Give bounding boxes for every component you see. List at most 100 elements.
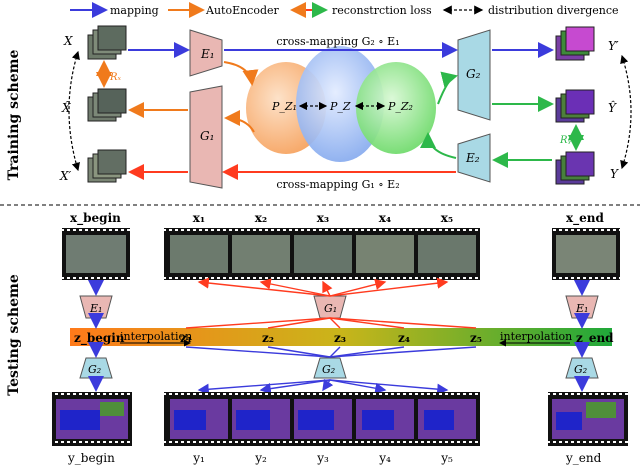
fan-z-to-g1-3 (329, 317, 341, 329)
fan-z-to-g1-2 (267, 317, 331, 329)
legend-mapping-label: mapping (110, 4, 159, 17)
x-end-filmstrip (552, 228, 620, 280)
fan-g1-to-x-3 (322, 280, 333, 297)
label-Y: Y (610, 167, 619, 181)
label-test-G1-center: G₁ (324, 302, 337, 315)
x-frames-filmstrip (164, 228, 480, 280)
label-Pz1: P_Z₁ (271, 100, 297, 113)
legend-autoencoder-label: AutoEncoder (205, 4, 280, 17)
fan-z-to-g2-3 (329, 346, 341, 358)
y-frame-label-5: y₅ (440, 451, 453, 465)
testing-scheme-title: Testing scheme (6, 274, 22, 396)
y-prime-image-stack (555, 26, 595, 61)
x-frame-label-3: x₃ (317, 211, 329, 225)
z-frame-labels: z₁ z₂ z₃ z₄ z₅ (180, 331, 482, 345)
encoder-E1-box (189, 29, 223, 77)
y-frame-label-3: y₃ (316, 451, 329, 465)
z-frame-label-5: z₅ (470, 331, 482, 345)
x-image-stack (87, 25, 127, 60)
x-frame-labels: x₁ x₂ x₃ x₄ x₅ (193, 211, 453, 225)
training-scheme-title: Training scheme (6, 50, 22, 181)
label-X-hat: X̂ (61, 100, 71, 115)
y-frame-label-2: y₂ (254, 451, 267, 465)
test-decoder-G2-right (565, 357, 599, 379)
fan-g2-to-y-3 (322, 378, 334, 392)
y-end-filmstrip (548, 392, 628, 446)
x-prime-image-stack (87, 149, 127, 183)
label-test-E1-right: E₁ (575, 302, 588, 315)
label-interpolation-left: interpolation (120, 330, 192, 343)
label-Ry: Rᵧ (559, 135, 572, 146)
test-decoder-G2-left (79, 357, 113, 379)
fan-g1-to-x-1 (197, 277, 331, 297)
y-frame-label-1: y₁ (192, 451, 205, 465)
x-frame-label-1: x₁ (193, 211, 205, 225)
fan-z-to-g2-4 (329, 346, 405, 358)
fan-g2-to-y-1 (197, 379, 331, 395)
fan-lines (185, 277, 477, 395)
z-frame-label-3: z₃ (334, 331, 346, 345)
test-decoder-G2-center (313, 357, 347, 379)
fan-g1-to-x-2 (259, 278, 331, 297)
decoder-G1-box (189, 85, 223, 189)
z-frame-label-1: z₁ (180, 331, 192, 345)
arrow-e2-to-latent (420, 132, 457, 159)
label-x-end: x_end (566, 211, 605, 226)
fan-z-to-g1-4 (329, 317, 405, 329)
x-divergence-arrow (68, 50, 80, 172)
label-Rx: Rₓ (109, 72, 122, 83)
x-frame-label-4: x₄ (379, 211, 391, 225)
fan-g1-to-x-5 (329, 277, 449, 297)
fan-g1-to-x-4 (329, 278, 387, 297)
legend-reconstruction-label: reconstrction loss (332, 4, 432, 17)
label-interpolation-right: interpolation (500, 330, 572, 343)
y-frame-label-4: y₄ (378, 451, 391, 465)
decoder-G2-box (457, 29, 491, 121)
label-G2: G₂ (466, 67, 481, 81)
legend-divergence-label: distribution divergence (488, 4, 619, 17)
z-frame-label-2: z₂ (262, 331, 274, 345)
test-encoder-E1-right (565, 295, 599, 319)
x-hat-image-stack (87, 88, 127, 122)
x-frame-label-2: x₂ (255, 211, 267, 225)
label-test-G2-left: G₂ (88, 363, 101, 376)
z-frame-label-4: z₄ (398, 331, 410, 345)
y-hat-image-stack (555, 89, 595, 123)
y-begin-filmstrip (52, 392, 132, 446)
label-Y-hat: Ŷ (608, 100, 617, 115)
x-frame-label-5: x₅ (441, 211, 453, 225)
label-z-end: z_end (576, 331, 614, 346)
label-X-prime: X′ (59, 169, 72, 183)
label-top-cross-mapping: cross-mapping G₂ ∘ E₁ (276, 35, 399, 48)
label-X: X (63, 34, 73, 48)
fan-z-to-g2-1 (185, 346, 331, 358)
arrow-latent-to-g2 (437, 71, 458, 105)
label-test-G2-center: G₂ (322, 363, 335, 376)
test-encoder-E1-left (79, 295, 113, 319)
label-Y-prime: Y′ (608, 39, 619, 53)
label-y-begin: y_begin (67, 451, 115, 465)
label-Pz2: P_Z₂ (387, 100, 413, 113)
y-frame-labels: y₁ y₂ y₃ y₄ y₅ (192, 451, 453, 465)
fan-z-to-g1-1 (185, 317, 331, 329)
fan-z-to-g2-5 (329, 346, 477, 358)
arrow-e1-to-latent (223, 61, 259, 86)
label-Pz: P_Z (329, 100, 351, 113)
label-E2: E₂ (465, 151, 480, 165)
fan-g2-to-y-4 (329, 379, 387, 394)
fan-z-to-g1-5 (329, 317, 477, 329)
fan-z-to-g2-2 (267, 346, 331, 358)
label-y-end: y_end (565, 451, 602, 465)
label-test-E1-left: E₁ (89, 302, 102, 315)
circle-pz (296, 46, 384, 162)
y-image-stack (555, 151, 595, 185)
arrow-latent-to-g1 (224, 110, 255, 133)
label-test-G2-right: G₂ (574, 363, 587, 376)
label-x-begin: x_begin (70, 211, 121, 226)
legend: mapping AutoEncoder reconstrction loss d… (70, 2, 619, 18)
encoder-E2-box (457, 133, 491, 183)
fan-g2-to-y-5 (329, 379, 449, 395)
label-bottom-cross-mapping: cross-mapping G₁ ∘ E₂ (276, 178, 399, 191)
circle-pz2 (356, 62, 436, 154)
